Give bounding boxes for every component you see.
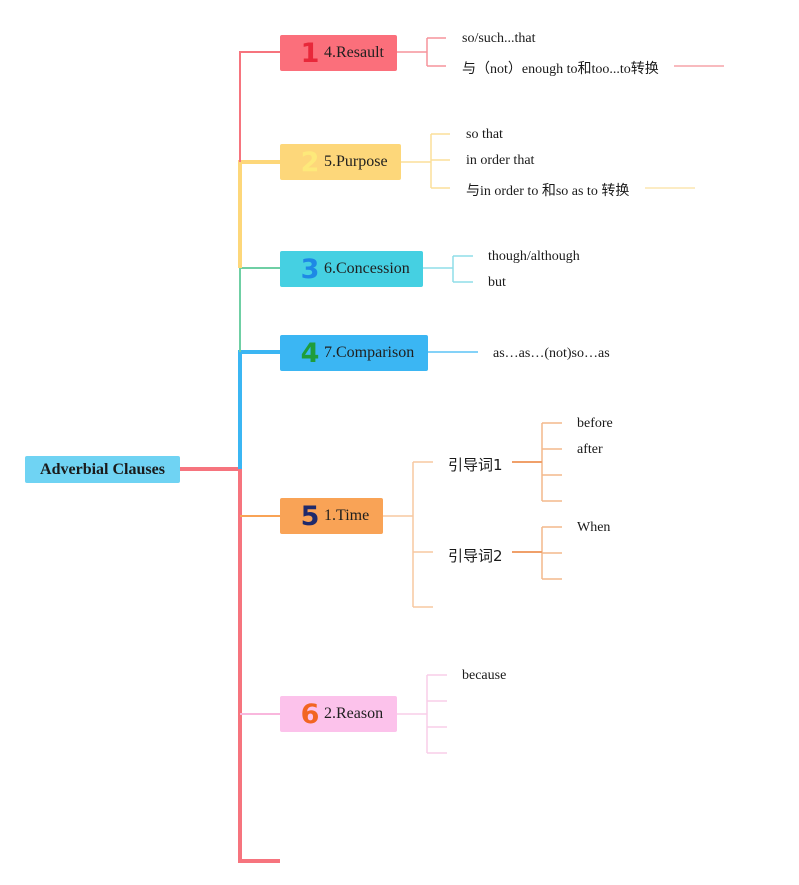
leaf-though-although[interactable]: though/although [488, 249, 580, 264]
leaf-so-that[interactable]: so that [466, 127, 503, 142]
branch-label: 6.Concession [324, 260, 410, 277]
number-three-icon: 3 [300, 253, 320, 285]
branch-comparison[interactable]: 4 7.Comparison [280, 335, 428, 371]
branch-reason[interactable]: 6 2.Reason [280, 696, 397, 732]
branch-label: 2.Reason [324, 705, 384, 722]
branch-label: 4.Resault [324, 44, 384, 61]
leaf-as-as[interactable]: as…as…(not)so…as [493, 346, 610, 361]
branch-concession[interactable]: 3 6.Concession [280, 251, 423, 287]
leaf-when[interactable]: When [577, 520, 611, 535]
branch-label: 5.Purpose [324, 153, 388, 170]
branch-time[interactable]: 5 1.Time [280, 498, 383, 534]
number-one-icon: 1 [300, 37, 320, 69]
group-introducer-2[interactable]: 引导词2 [448, 547, 503, 565]
leaf-because[interactable]: because [462, 668, 507, 683]
branch-label: 1.Time [324, 507, 370, 524]
branch-result[interactable]: 1 4.Resault [280, 35, 397, 71]
leaf-in-order-that[interactable]: in order that [466, 153, 535, 168]
number-five-icon: 5 [300, 500, 320, 532]
leaf-but[interactable]: but [488, 275, 506, 290]
leaf-before[interactable]: before [577, 416, 613, 431]
group-introducer-1[interactable]: 引导词1 [448, 456, 503, 474]
root-node[interactable]: Adverbial Clauses [25, 456, 180, 483]
branch-label: 7.Comparison [324, 344, 415, 361]
leaf-in-order-to-convert[interactable]: 与in order to 和so as to 转换 [466, 184, 630, 199]
number-two-icon: 2 [300, 146, 320, 178]
leaf-after[interactable]: after [577, 442, 603, 457]
branch-purpose[interactable]: 2 5.Purpose [280, 144, 401, 180]
leaf-enough-too-convert[interactable]: 与（not）enough to和too...to转换 [462, 62, 659, 77]
leaf-so-such-that[interactable]: so/such...that [462, 31, 536, 46]
number-six-icon: 6 [300, 698, 320, 730]
number-four-icon: 4 [300, 337, 320, 369]
